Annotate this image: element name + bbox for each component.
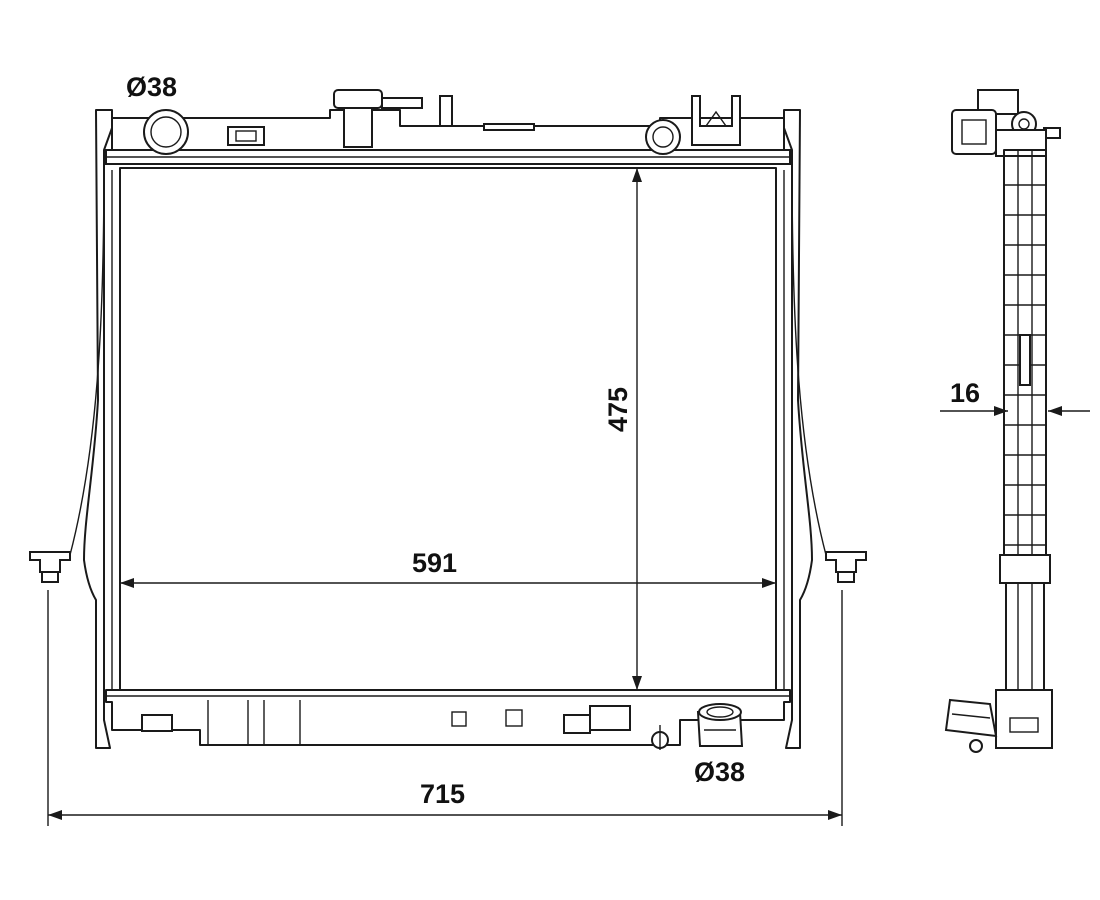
right-mount bbox=[825, 551, 867, 583]
top-small-pipe bbox=[645, 119, 681, 155]
core-height-label: 475 bbox=[603, 387, 633, 432]
outlet-diameter-label: Ø38 bbox=[694, 757, 745, 787]
radiator-core bbox=[119, 167, 777, 691]
side-view bbox=[944, 89, 1061, 753]
left-side-bracket bbox=[83, 109, 113, 749]
core-thickness-label: 16 bbox=[950, 378, 980, 408]
inlet-diameter-label: Ø38 bbox=[126, 72, 177, 102]
inlet-pipe bbox=[143, 109, 189, 155]
bottom-tank bbox=[105, 689, 791, 746]
filler-neck bbox=[333, 89, 453, 148]
top-right-bracket bbox=[691, 95, 741, 146]
drain-plug bbox=[651, 725, 669, 750]
overall-width-label: 715 bbox=[420, 779, 465, 809]
core-width-label: 591 bbox=[412, 548, 457, 578]
left-mount bbox=[29, 551, 71, 583]
right-side-bracket bbox=[783, 109, 813, 749]
outlet-pipe bbox=[696, 703, 744, 747]
dimension-lines bbox=[47, 168, 1090, 826]
front-view bbox=[29, 89, 867, 750]
